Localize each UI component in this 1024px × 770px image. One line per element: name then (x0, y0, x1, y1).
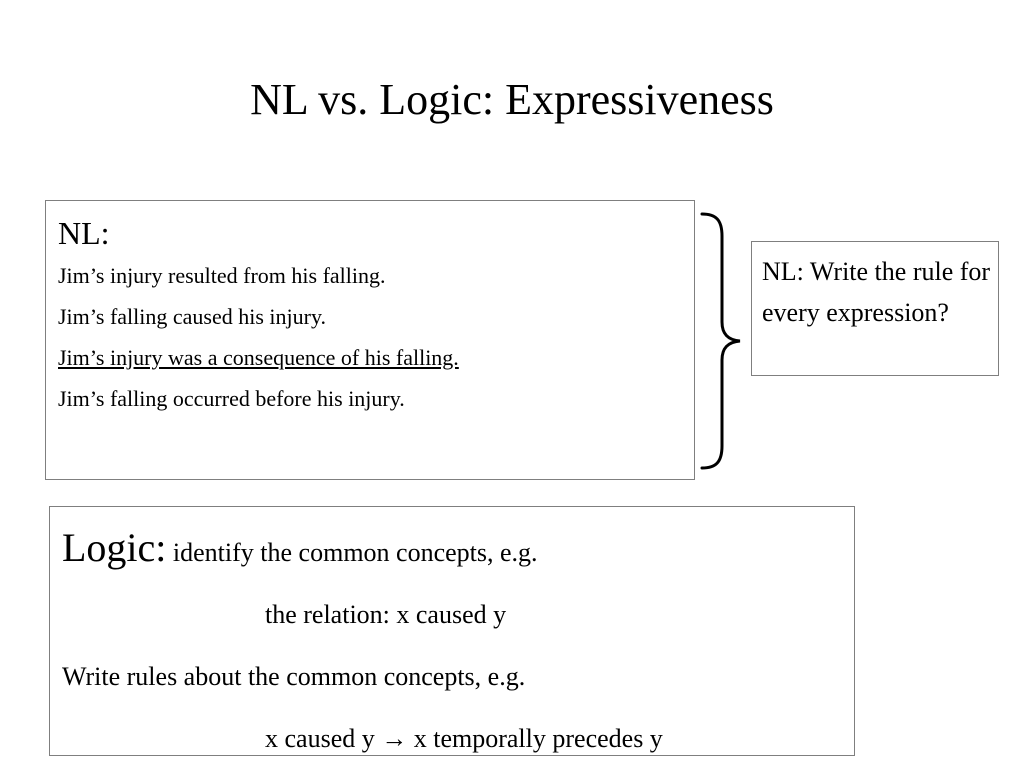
nl-example-line-2: Jim’s falling caused his injury. (58, 304, 327, 329)
nl-examples-box: NL: Jim’s injury resulted from his falli… (45, 200, 695, 480)
nl-example-line-3: Jim’s injury was a consequence of his fa… (58, 345, 459, 370)
slide-title: NL vs. Logic: Expressiveness (250, 75, 774, 124)
right-curly-brace-icon (700, 212, 741, 470)
logic-intro-text: identify the common concepts, e.g. (166, 538, 538, 567)
logic-intro-row: Logic: identify the common concepts, e.g… (62, 517, 854, 584)
logic-box: Logic: identify the common concepts, e.g… (49, 506, 855, 756)
nl-rule-note-text: NL: Write the rule for every expression? (762, 257, 991, 327)
nl-example-line-4: Jim’s falling occurred before his injury… (58, 386, 405, 411)
logic-rules-intro: Write rules about the common concepts, e… (62, 662, 526, 691)
logic-rule-example: x caused y → x temporally precedes y (265, 724, 663, 753)
nl-rule-note-box: NL: Write the rule for every expression? (751, 241, 999, 376)
nl-heading: NL: (58, 215, 110, 251)
nl-example-line-1: Jim’s injury resulted from his falling. (58, 263, 386, 288)
logic-heading: Logic: (62, 525, 167, 570)
logic-relation-example: the relation: x caused y (265, 600, 507, 629)
